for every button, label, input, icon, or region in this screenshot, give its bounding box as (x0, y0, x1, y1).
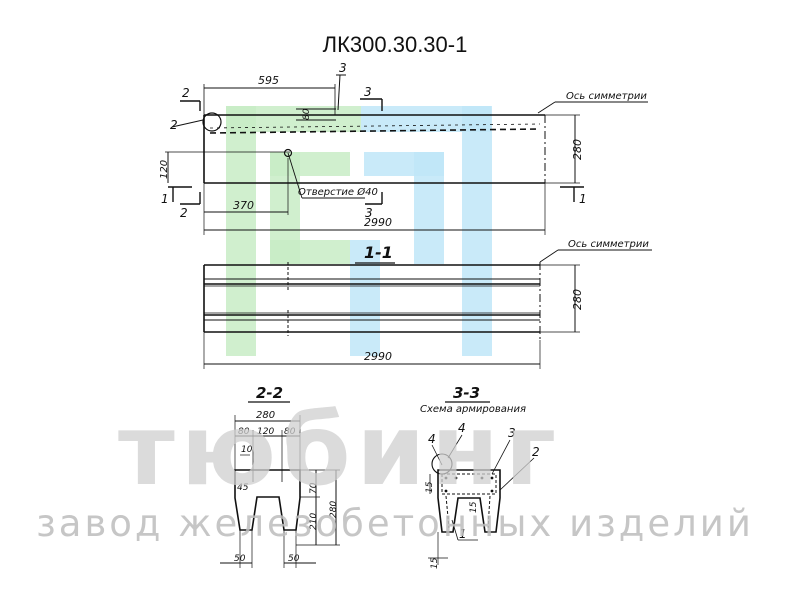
dim-280-section: 280 (571, 289, 584, 310)
hole-label: Отверстие Ø40 (298, 186, 378, 198)
section-1-1: 1-1 Ось симметрии 280 (203, 239, 652, 369)
dim-280-2-2: 280 (256, 410, 275, 421)
logo-green-block-inner (270, 152, 350, 176)
dim-50-left-2-2: 50 (234, 554, 246, 564)
dim-10-2-2: 10 (241, 445, 253, 455)
section-3-3-title: 3-3 (453, 384, 480, 402)
dim-80-right-2-2: 80 (284, 427, 296, 437)
dim-80-plan: 80 (302, 108, 312, 120)
section-2-2-title: 2-2 (256, 384, 283, 402)
watermark-brand: тюбинг (118, 394, 563, 508)
dim-2990-plan: 2990 (364, 216, 392, 229)
axis-label-plan: Ось симметрии (566, 91, 647, 102)
watermark-logo (226, 106, 492, 356)
section-2-2: 2-2 280 80 120 80 10 45 (220, 384, 340, 568)
dim-280-side-2-2: 280 (329, 501, 339, 518)
dim-595: 595 (258, 74, 279, 87)
logo-blue-block-inner (364, 152, 444, 176)
dim-15-a: 15 (425, 481, 435, 493)
label-3-3-3: 3 (508, 426, 516, 440)
dim-120-plan: 120 (159, 160, 170, 179)
watermark-subtitle: завод железобетонных изделий (36, 502, 754, 545)
section-3-3: 3-3 Схема армирования 4 4 3 2 (420, 384, 540, 569)
axis-label-section: Ось симметрии (568, 239, 649, 250)
label-2-circle: 2 (170, 118, 178, 132)
dim-15-b: 15 (469, 501, 479, 513)
label-1-left: 1 (161, 192, 169, 206)
label-2-top: 2 (182, 86, 190, 100)
label-4-b: 4 (458, 421, 466, 435)
label-2-bottom: 2 (180, 206, 188, 220)
label-3-right: 3 (364, 85, 372, 99)
logo-green-block-bottom (270, 240, 350, 264)
section-3-3-subtitle: Схема армирования (420, 404, 526, 415)
dim-80-left-2-2: 80 (238, 427, 250, 437)
label-3-3-2: 2 (532, 445, 540, 459)
label-1-right: 1 (579, 192, 587, 206)
dim-2990-section: 2990 (364, 350, 392, 363)
dim-50-right-2-2: 50 (288, 554, 300, 564)
label-4-a: 4 (428, 432, 436, 446)
dim-70-2-2: 70 (309, 482, 319, 494)
drawing-title: ЛК300.30.30-1 (322, 32, 468, 57)
logo-blue-block-bottom (350, 240, 380, 356)
section-1-1-title: 1-1 (364, 243, 393, 262)
dim-370: 370 (233, 199, 254, 212)
label-3-top: 3 (339, 61, 347, 75)
dim-15-c: 15 (430, 557, 440, 569)
dim-45-2-2: 45 (237, 483, 249, 493)
label-3-3-1: 1 (459, 527, 467, 541)
dim-280-plan: 280 (571, 139, 584, 160)
label-3-bottom: 3 (365, 206, 373, 220)
dim-120-2-2: 120 (257, 427, 274, 437)
dim-210-2-2: 210 (309, 513, 319, 530)
plan-view: 595 3 80 3 2 2 Ось симметрии (159, 61, 648, 235)
